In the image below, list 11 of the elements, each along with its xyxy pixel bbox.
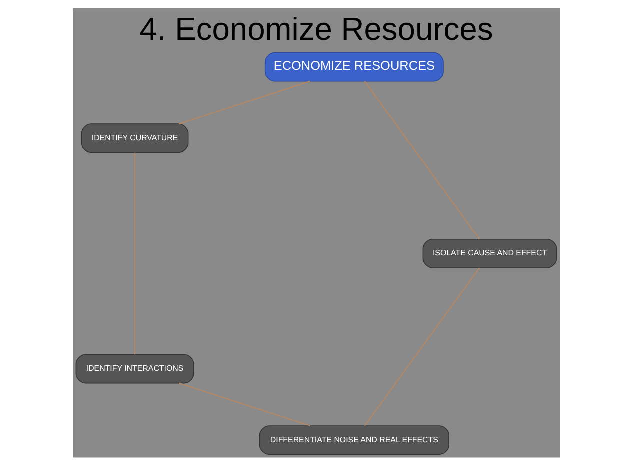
node-box: IDENTIFY INTERACTIONS [75,354,194,384]
connector [178,382,310,427]
connector [134,152,136,355]
node-box: IDENTIFY CURVATURE [80,124,188,154]
node-box: ISOLATE CAUSE AND EFFECT [422,238,557,268]
connector [364,81,480,240]
node-box: ECONOMIZE RESOURCES [264,52,444,82]
node-box: DIFFERENTIATE NOISE AND REAL EFFECTS [258,426,449,455]
diagram-title: 4. Economize Resources [139,11,493,48]
connector [178,80,310,125]
connector [364,268,480,426]
